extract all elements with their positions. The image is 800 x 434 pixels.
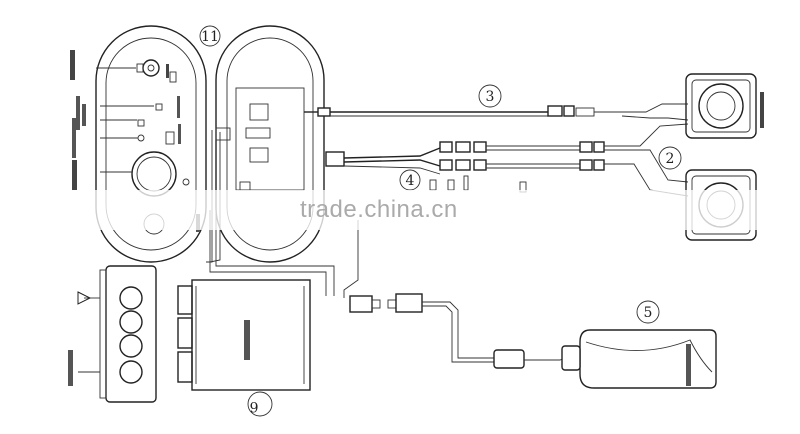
callout-11: 11 (201, 29, 219, 45)
callout-3: 3 (486, 89, 495, 105)
callout-4: 4 (406, 173, 415, 189)
power-adapter (561, 329, 717, 389)
watermark-band (0, 190, 800, 230)
callout-6: 6 (249, 398, 258, 414)
button-strip (68, 265, 157, 403)
front-panel (70, 25, 207, 263)
callouts: 11 3 2 4 5 6 (199, 25, 682, 417)
callout-2: 2 (666, 151, 675, 167)
control-box (177, 279, 311, 391)
callout-5: 5 (644, 305, 653, 321)
power-connector (349, 293, 577, 369)
watermark-text: trade.china.cn (300, 196, 458, 223)
speaker-harness (325, 123, 689, 197)
cable-3 (304, 103, 689, 121)
speaker-top (685, 73, 764, 139)
